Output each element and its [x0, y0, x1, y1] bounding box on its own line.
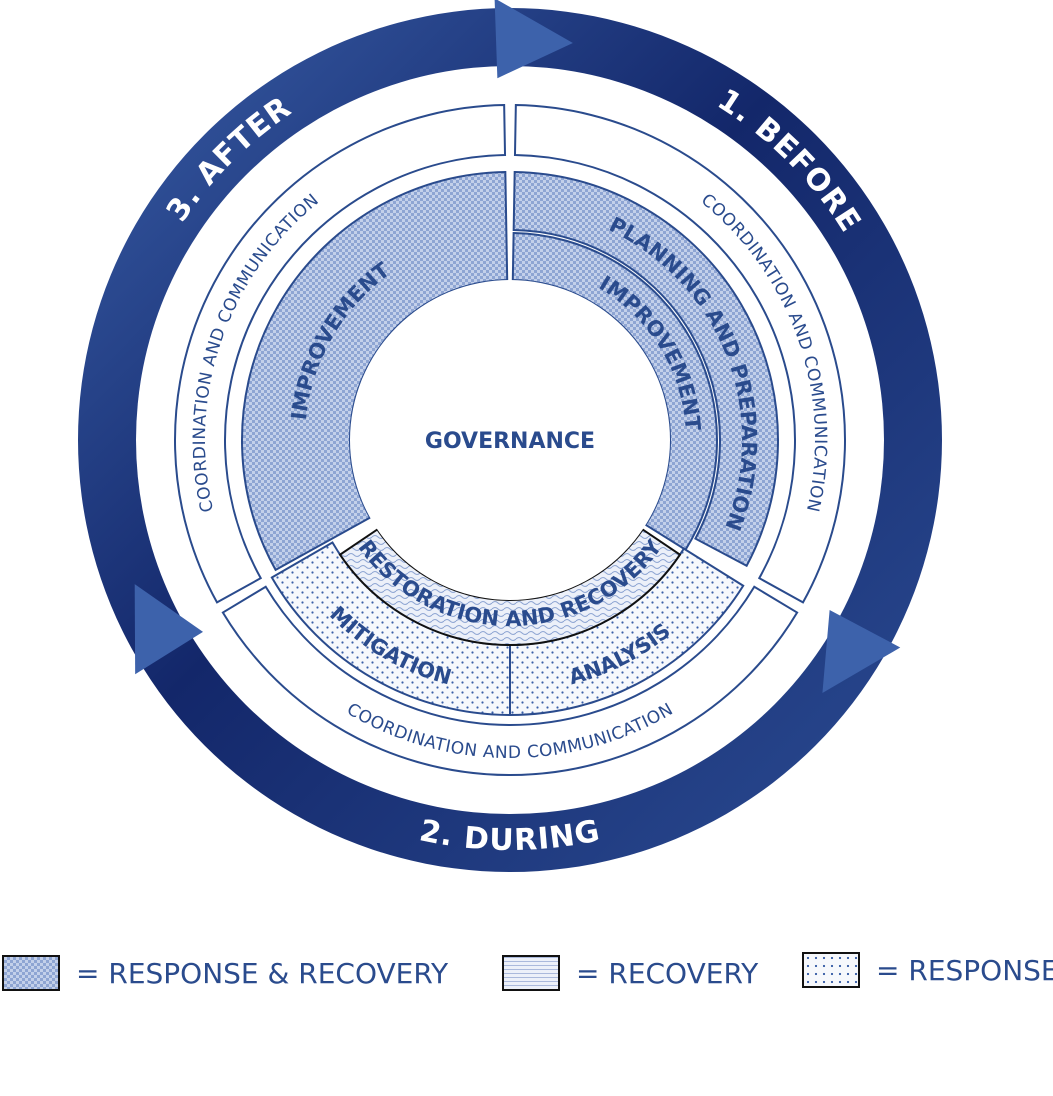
legend-response: = RESPONSE [802, 950, 1053, 990]
legend-response-recovery: = RESPONSE & RECOVERY [2, 953, 448, 993]
legend-swatch-response [802, 952, 860, 988]
coordination-segment-during [221, 585, 799, 776]
legend-text-recovery: = RECOVERY [576, 956, 759, 990]
legend-recovery: = RECOVERY [502, 953, 758, 993]
arrow-top-icon [494, 0, 573, 79]
legend-swatch-recovery [502, 955, 560, 991]
coordination-ring [174, 104, 846, 776]
arrow-right-icon [822, 609, 901, 693]
segment-planning-preparation [512, 171, 779, 568]
governance-center-circle [350, 280, 670, 600]
coordination-segment-after [174, 104, 507, 604]
phase-segments [241, 171, 779, 717]
arrow-left-icon [134, 584, 204, 675]
legend-text-response-recovery: = RESPONSE & RECOVERY [76, 956, 449, 990]
legend-swatch-response-recovery [2, 955, 60, 991]
coordination-segment-before [513, 104, 846, 604]
governance-label: GOVERNANCE [425, 429, 595, 454]
legend-text-response: = RESPONSE [876, 953, 1053, 987]
